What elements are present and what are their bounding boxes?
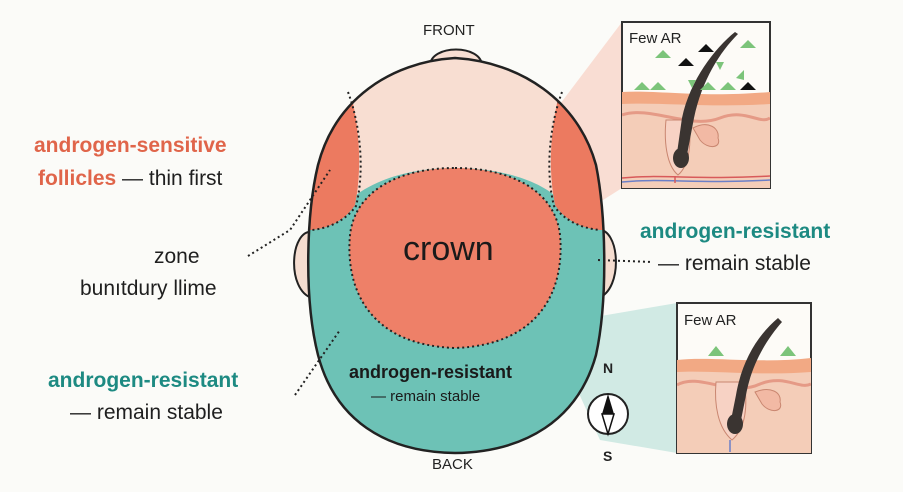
head-outline bbox=[307, 56, 606, 455]
left-resistant-leader bbox=[294, 329, 341, 396]
bottom-inset bbox=[676, 302, 812, 454]
compass-south-label: S bbox=[603, 448, 613, 464]
back-zone-sub: — remain stable bbox=[371, 388, 481, 405]
right-temple-zone bbox=[550, 90, 605, 230]
sensitive-label-line2: follicles — thin first bbox=[38, 166, 222, 191]
right-resistant-label-line2: — remain stable bbox=[658, 252, 811, 275]
left-temple-boundary bbox=[311, 91, 362, 231]
sensitive-label-thin-first: — thin first bbox=[116, 167, 223, 190]
zone-label-line2: bunıtdury llime bbox=[80, 277, 217, 300]
top-inset bbox=[621, 21, 771, 189]
right-resistant-label-line1: androgen-resistant bbox=[640, 220, 831, 243]
left-resistant-label-line1: androgen-resistant bbox=[48, 369, 239, 392]
right-resistant-leader bbox=[597, 259, 653, 263]
zone-label-line1: zone bbox=[154, 245, 200, 268]
zone-leader-line bbox=[247, 169, 331, 257]
left-resistant-label-line2: — remain stable bbox=[70, 401, 223, 424]
back-zone-title: androgen-resistant bbox=[349, 362, 513, 382]
compass bbox=[587, 393, 629, 437]
sensitive-label-line1: androgen-sensitive bbox=[34, 134, 227, 157]
front-label: FRONT bbox=[423, 22, 475, 39]
back-label: BACK bbox=[432, 456, 473, 473]
compass-north-label: N bbox=[603, 360, 614, 376]
bottom-inset-title: Few AR bbox=[684, 312, 737, 329]
top-inset-title: Few AR bbox=[629, 30, 682, 47]
right-temple-boundary bbox=[548, 91, 601, 231]
sensitive-label-follicles: follicles bbox=[38, 167, 117, 190]
crown-label: crown bbox=[403, 230, 494, 268]
crown-zone bbox=[349, 168, 561, 348]
